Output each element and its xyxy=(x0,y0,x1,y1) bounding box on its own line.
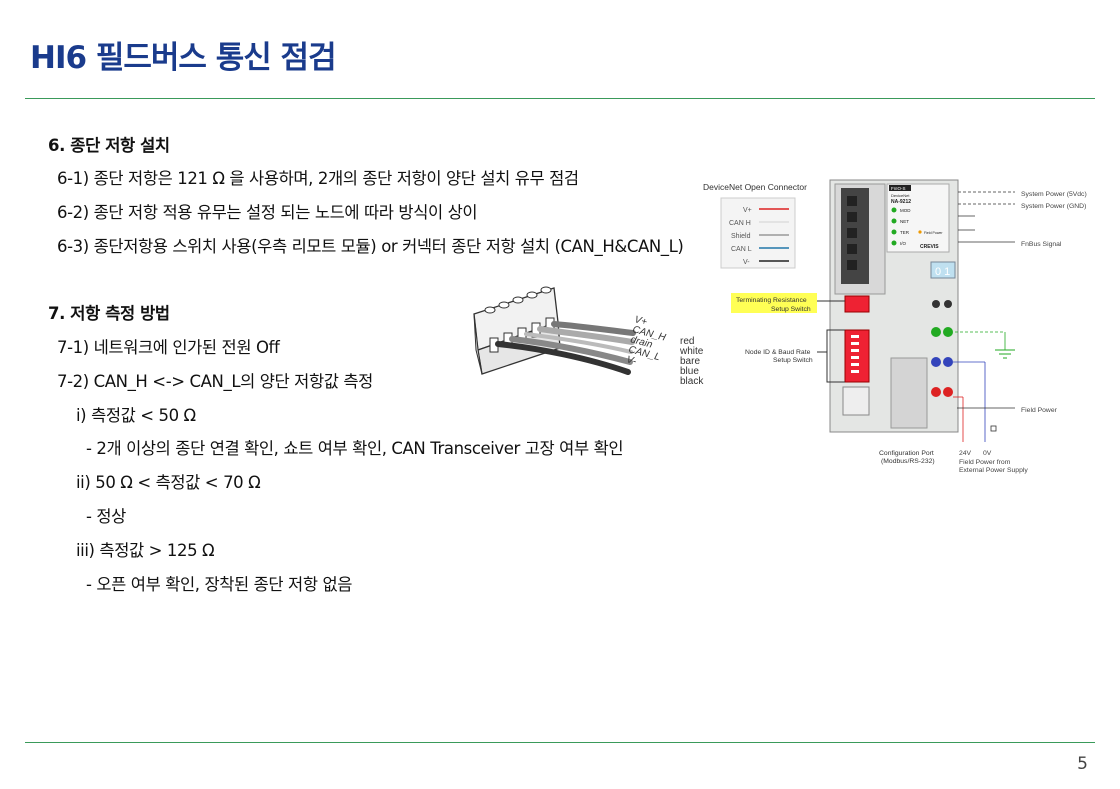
brand-top: FnIO-S xyxy=(891,186,906,191)
right-wiring xyxy=(953,191,1015,442)
case-iii: iii) 측정값 > 125 Ω xyxy=(76,541,215,560)
cable-wires xyxy=(495,321,636,375)
field-power: Field Power xyxy=(1021,407,1058,414)
config-label-1: Configuration Port xyxy=(879,450,934,457)
led-io: I/O xyxy=(900,241,907,246)
node-label-2: Setup Switch xyxy=(773,357,813,364)
wire-legend: V+ CAN H Shield CAN L V- xyxy=(720,197,796,269)
config-label-2: (Modbus/RS-232) xyxy=(881,458,935,465)
voltage-0v: 0V xyxy=(983,450,992,457)
info-panel: FnIO-S DeviceNet NA-9212 MOD NET TER Fie… xyxy=(886,183,950,253)
legend-v-plus: V+ xyxy=(743,207,752,214)
terminating-switch xyxy=(844,295,870,313)
color-black: black xyxy=(680,376,704,387)
dnet-connector xyxy=(841,188,869,284)
item-6-3: 6-3) 종단저항용 스위치 사용(우측 리모트 모듈) or 커넥터 종단 저… xyxy=(57,237,684,256)
voltage-24v: 24V xyxy=(959,450,972,457)
ext-power-2: External Power Supply xyxy=(959,467,1028,474)
config-port xyxy=(890,357,928,429)
case-ii-detail: - 정상 xyxy=(86,507,126,526)
item-7-1: 7-1) 네트워크에 인가된 전원 Off xyxy=(57,338,280,357)
case-ii: ii) 50 Ω < 측정값 < 70 Ω xyxy=(76,473,261,492)
term-label-2: Setup Switch xyxy=(771,306,811,313)
section-7-heading: 7. 저항 측정 방법 xyxy=(48,304,170,323)
color-blue: blue xyxy=(680,366,699,377)
rotary-digits: 0 1 xyxy=(935,266,950,278)
top-divider xyxy=(25,98,1095,99)
maker-label: CREVIS xyxy=(920,244,939,250)
bottom-divider xyxy=(25,742,1095,743)
remote-module-diagram: DeviceNet Open Connector V+ CAN H Shield… xyxy=(703,179,1087,474)
node-label-1: Node ID & Baud Rate xyxy=(745,349,811,356)
led-net: NET xyxy=(900,219,909,224)
terminal-dots xyxy=(931,300,953,397)
fnbus-signal: FnBus Signal xyxy=(1021,241,1062,248)
item-6-1: 6-1) 종단 저항은 121 Ω 을 사용하며, 2개의 종단 저항이 양단 … xyxy=(57,169,579,188)
page-title: HI6 필드버스 통신 점검 xyxy=(30,40,337,76)
legend-can-l: CAN L xyxy=(731,246,752,253)
led-mod: MOD xyxy=(900,208,911,213)
wire-label-v-minus: V- xyxy=(625,354,638,367)
rotary-display xyxy=(930,261,956,279)
color-red: red xyxy=(680,336,694,347)
wire-labels: V+ CAN_H drain CAN_L V- xyxy=(625,314,667,367)
case-i-detail: - 2개 이상의 종단 연결 확인, 쇼트 여부 확인, CAN Transce… xyxy=(86,439,624,458)
led-ter: TER xyxy=(900,230,910,235)
led-field-power: Field Power xyxy=(924,231,943,235)
terminal-connector-illustration: V+ CAN_H drain CAN_L V- red white bare b… xyxy=(473,286,704,387)
legend-shield: Shield xyxy=(731,233,751,240)
model-number: NA-9212 xyxy=(891,199,911,205)
open-connector-label: DeviceNet Open Connector xyxy=(703,182,807,192)
brand-sub: DeviceNet xyxy=(891,193,910,198)
wire-label-v-plus: V+ xyxy=(633,314,648,328)
color-white: white xyxy=(679,346,704,357)
term-label-1: Terminating Resistance xyxy=(736,297,807,304)
color-bare: bare xyxy=(680,356,700,367)
color-labels: red white bare blue black xyxy=(679,336,704,387)
legend-v-minus: V- xyxy=(743,259,750,266)
page-number: 5 xyxy=(1077,754,1088,774)
ext-power-1: Field Power from xyxy=(959,459,1011,466)
sys-power-gnd: System Power (GND) xyxy=(1021,203,1086,210)
case-i: i) 측정값 < 50 Ω xyxy=(76,406,196,425)
legend-can-h: CAN H xyxy=(729,220,751,227)
item-6-2: 6-2) 종단 저항 적용 유무는 설정 되는 노드에 따라 방식이 상이 xyxy=(57,203,478,222)
case-iii-detail: - 오픈 여부 확인, 장착된 종단 저항 없음 xyxy=(86,575,353,594)
item-7-2: 7-2) CAN_H <-> CAN_L의 양단 저항값 측정 xyxy=(57,372,373,391)
sys-power-5v: System Power (5Vdc) xyxy=(1021,191,1087,198)
section-6-heading: 6. 종단 저항 설치 xyxy=(48,136,170,155)
